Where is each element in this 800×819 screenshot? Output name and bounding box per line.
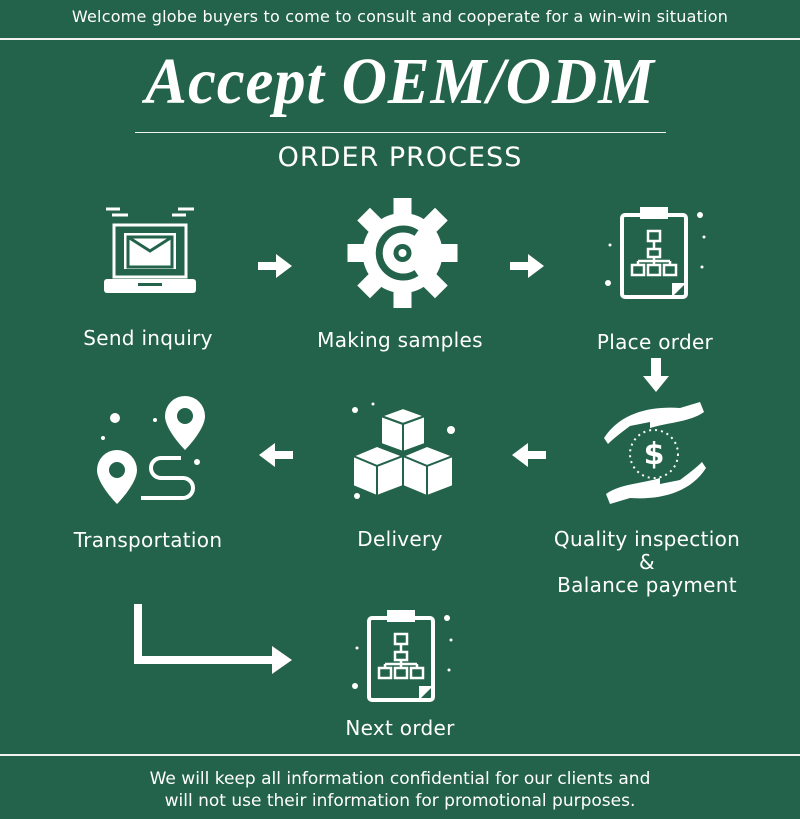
gear-icon xyxy=(347,198,458,308)
notice-line-1: We will keep all information confidentia… xyxy=(149,769,651,789)
map-route-icon xyxy=(97,396,205,504)
arrow-down-icon xyxy=(643,358,669,392)
welcome-banner: Welcome globe buyers to come to consult … xyxy=(71,7,729,26)
subtitle: ORDER PROCESS xyxy=(277,142,523,173)
step-label-transportation: Transportation xyxy=(73,528,223,552)
clipboard-flowchart-icon xyxy=(605,207,706,299)
arrow-right-icon xyxy=(510,254,544,278)
arrow-turn-right-icon xyxy=(134,604,292,674)
step-label-balance-payment: Balance payment xyxy=(557,573,737,597)
step-label-making-samples: Making samples xyxy=(317,328,483,352)
confidentiality-notice: We will keep all information confidentia… xyxy=(0,768,800,812)
step-label-ampersand: & xyxy=(639,550,655,574)
page-title: Accept OEM/ODM xyxy=(145,45,655,118)
title-underline xyxy=(135,132,666,133)
svg-text:$: $ xyxy=(644,437,665,472)
arrow-right-icon xyxy=(258,254,292,278)
step-label-send-inquiry: Send inquiry xyxy=(83,326,213,350)
divider xyxy=(0,754,800,756)
arrow-left-icon xyxy=(259,443,293,467)
arrow-left-icon xyxy=(512,443,546,467)
step-label-next-order: Next order xyxy=(345,716,455,740)
step-label-delivery: Delivery xyxy=(357,527,443,551)
step-label-quality-inspection: Quality inspection xyxy=(553,527,741,551)
clipboard-flowchart-icon xyxy=(352,610,453,702)
boxes-icon xyxy=(350,402,456,499)
laptop-email-icon xyxy=(104,207,196,293)
divider xyxy=(0,38,800,40)
hands-dollar-icon: $ xyxy=(604,402,706,504)
notice-line-2: will not use their information for promo… xyxy=(164,791,636,811)
step-label-place-order: Place order xyxy=(596,330,714,354)
